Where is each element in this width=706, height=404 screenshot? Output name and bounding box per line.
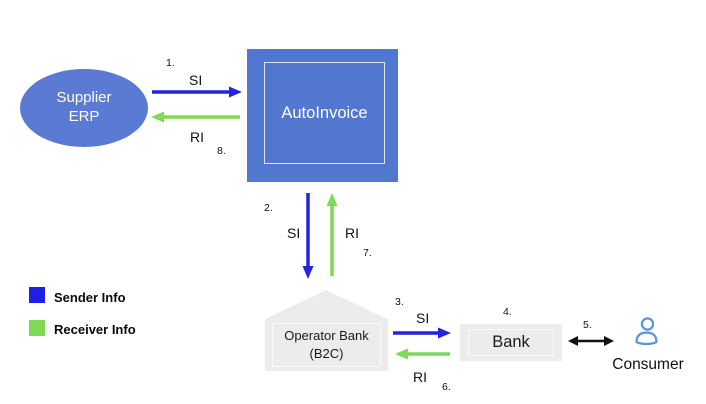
arrow-ri-bank-to-operatorbank: [395, 348, 450, 360]
legend-receiver-swatch: [29, 320, 45, 336]
supplier-erp-label-line1: Supplier: [56, 89, 112, 107]
flow-tag-si-1: SI: [189, 72, 203, 88]
operator-bank-label-line1: Operator Bank: [284, 328, 369, 344]
consumer-label: Consumer: [612, 356, 684, 373]
legend-sender-swatch: [29, 287, 45, 303]
flow-tag-ri-7: RI: [345, 225, 359, 241]
bank-inner-frame: Bank: [468, 329, 554, 356]
flow-step-3: 3.: [395, 296, 404, 308]
legend-sender-label: Sender Info: [54, 290, 126, 305]
bank-label: Bank: [492, 333, 530, 351]
flow-step-4: 4.: [503, 306, 512, 318]
flow-tag-si-3: SI: [416, 310, 430, 326]
operator-bank-inner-frame: Operator Bank (B2C): [272, 323, 381, 367]
arrow-bank-consumer-bidirectional: [568, 336, 614, 346]
autoinvoice-label: AutoInvoice: [281, 103, 368, 122]
arrow-ri-operatorbank-to-autoinvoice: [326, 193, 338, 276]
flow-tag-ri-8: RI: [190, 129, 204, 145]
flow-step-8: 8.: [217, 145, 226, 157]
flow-step-2: 2.: [264, 202, 273, 214]
arrow-si-supplier-to-autoinvoice: [152, 86, 242, 98]
arrow-si-operatorbank-to-bank: [393, 327, 451, 339]
autoinvoice-inner-frame: AutoInvoice: [264, 62, 385, 164]
flow-step-5: 5.: [583, 319, 592, 331]
flow-step-7: 7.: [363, 247, 372, 259]
operator-bank-roof: [265, 290, 387, 319]
node-operator-bank: Operator Bank (B2C): [265, 290, 388, 371]
operator-bank-label-line2: (B2C): [309, 346, 344, 361]
legend-receiver-label: Receiver Info: [54, 322, 136, 337]
flow-tag-si-2: SI: [287, 225, 301, 241]
arrow-ri-autoinvoice-to-supplier: [151, 111, 240, 123]
flow-tag-ri-6: RI: [413, 369, 427, 385]
node-autoinvoice: AutoInvoice: [247, 49, 398, 182]
consumer-icon: [635, 317, 658, 346]
node-supplier-erp: Supplier ERP: [20, 69, 148, 147]
supplier-erp-label-line2: ERP: [68, 108, 100, 125]
flow-step-1: 1.: [166, 57, 175, 69]
operator-bank-body: Operator Bank (B2C): [265, 319, 388, 371]
flow-step-6: 6.: [442, 381, 451, 393]
node-bank: Bank: [460, 324, 562, 361]
arrow-si-autoinvoice-to-operatorbank: [302, 193, 314, 279]
